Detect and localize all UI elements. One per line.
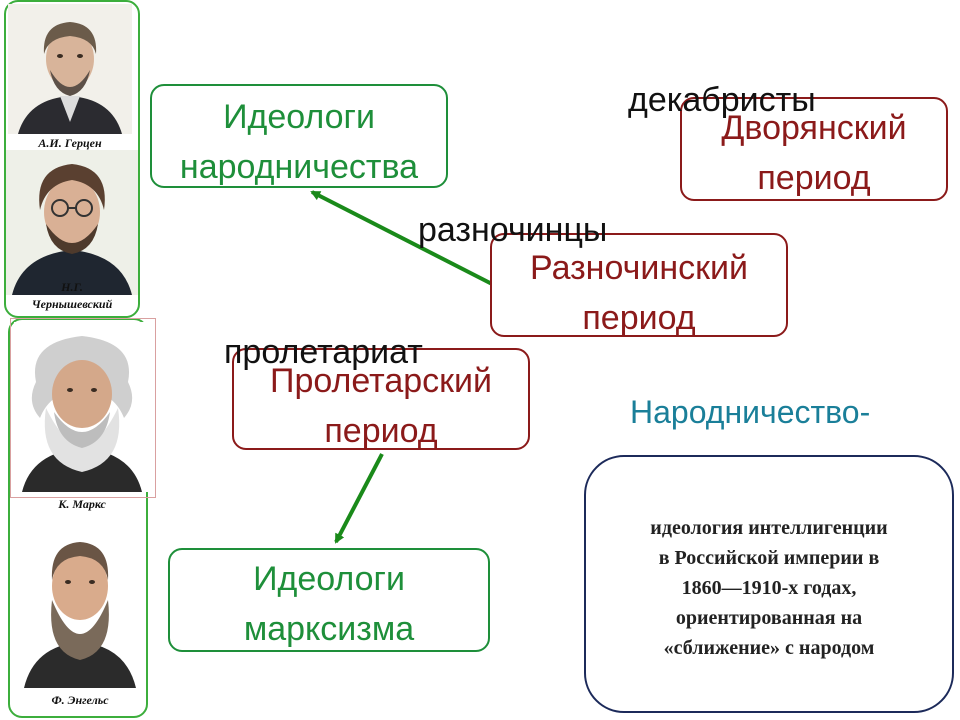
portrait-frame-bottom [8,318,148,718]
ideologists-marxism-line2: марксизма [243,610,415,648]
arrow-raznochin-to-narod [310,190,493,286]
definition-line: идеология интеллигенции [650,517,888,539]
narodism-definition-box: идеология интеллигенции в Российской имп… [584,455,954,713]
ideologists-narodism-box: Идеологи народничества [150,84,448,188]
decembrists-label: декабристы [628,81,816,119]
portrait-herzen-icon [8,4,132,134]
noble-period-box: Дворянский период [680,97,948,201]
raznochin-period-box: Разночинский период [490,233,788,337]
portrait-chernyshevsky-icon [6,150,138,295]
narodism-definition-title: Народничество- [630,394,871,430]
proletariat-label: пролетариат [224,333,423,371]
definition-line: 1860—1910-х годах, [681,577,857,599]
proletarian-period-box: Пролетарский период [232,348,530,450]
portrait-caption-herzen: А.И. Герцен [38,136,102,150]
raznochintsy-label: разночинцы [418,211,608,249]
portrait-caption-chernyshevsky-initials: Н.Г. [61,280,83,294]
portrait-divider [10,318,156,498]
ideologists-narodism-line1: Идеологи [223,98,375,136]
proletarian-period-line2: период [324,412,438,450]
arrow-proletarian-to-marx [334,453,384,544]
ideologists-marxism-box: Идеологи марксизма [168,548,490,652]
portrait-marx-icon [14,322,150,492]
proletarian-period-line1: Пролетарский [270,362,492,400]
definition-line: в Российской империи в [658,547,880,569]
ideologists-marxism-line1: Идеологи [253,560,405,598]
portrait-caption-marx: К. Маркс [58,497,106,511]
portrait-caption-chernyshevsky: Чернышевский [31,297,113,311]
portrait-frame-top [4,0,140,318]
portrait-caption-engels: Ф. Энгельс [51,693,109,707]
noble-period-line2: период [757,159,871,197]
raznochin-period-line2: период [582,299,696,337]
raznochin-period-line1: Разночинский [530,249,748,287]
ideologists-narodism-line2: народничества [179,148,419,186]
definition-line: «сближение» с народом [663,637,875,659]
noble-period-line1: Дворянский [721,109,907,147]
definition-line: ориентированная на [675,607,863,629]
portrait-engels-icon [18,528,142,688]
